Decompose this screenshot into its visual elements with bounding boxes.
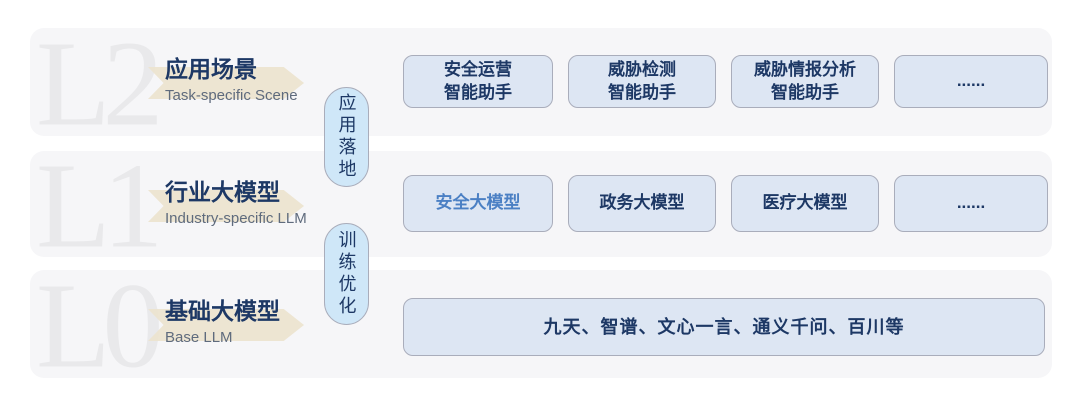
layer-subtitle: Base LLM	[165, 328, 233, 346]
item-box-government-llm: 政务大模型	[568, 175, 716, 232]
title-arrow-decoration	[148, 67, 304, 99]
title-arrow-decoration	[148, 190, 304, 222]
item-box-security-ops-assistant: 安全运营 智能助手	[403, 55, 553, 108]
item-box-security-llm: 安全大模型	[403, 175, 553, 232]
item-box-base-models: 九天、智谱、文心一言、通义千问、百川等	[403, 298, 1045, 356]
connector-pill-app-deployment: 应用落地	[324, 87, 369, 187]
connector-pill-training-optimization: 训练优化	[324, 223, 369, 325]
layer-watermark-l0: L0	[36, 270, 164, 378]
layer-items-l2: 安全运营 智能助手 威胁检测 智能助手 威胁情报分析 智能助手 ......	[403, 55, 1048, 108]
layer-title: 行业大模型	[165, 179, 280, 205]
layer-items-l0: 九天、智谱、文心一言、通义千问、百川等	[403, 298, 1045, 356]
layer-items-l1: 安全大模型 政务大模型 医疗大模型 ......	[403, 175, 1048, 232]
layer-head-l0: 基础大模型 Base LLM	[165, 297, 280, 346]
layer-title: 基础大模型	[165, 298, 280, 324]
item-box-threat-detection-assistant: 威胁检测 智能助手	[568, 55, 716, 108]
layer-title: 应用场景	[165, 56, 257, 82]
layer-panel-l2: L2 应用场景 Task-specific Scene 安全运营 智能助手 威胁…	[30, 28, 1052, 136]
layer-head-l2: 应用场景 Task-specific Scene	[165, 55, 298, 104]
layer-panel-l0: L0 基础大模型 Base LLM 九天、智谱、文心一言、通义千问、百川等	[30, 270, 1052, 378]
item-box-ellipsis: ......	[894, 175, 1048, 232]
title-arrow-decoration	[148, 309, 304, 341]
item-box-ellipsis: ......	[894, 55, 1048, 108]
layer-panel-l1: L1 行业大模型 Industry-specific LLM 安全大模型 政务大…	[30, 151, 1052, 257]
layer-watermark-l1: L1	[36, 151, 164, 257]
layer-subtitle: Task-specific Scene	[165, 86, 298, 104]
layer-watermark-l2: L2	[36, 28, 164, 136]
layer-head-l1: 行业大模型 Industry-specific LLM	[165, 178, 307, 227]
item-box-medical-llm: 医疗大模型	[731, 175, 879, 232]
layer-subtitle: Industry-specific LLM	[165, 209, 307, 227]
item-box-threat-intel-assistant: 威胁情报分析 智能助手	[731, 55, 879, 108]
